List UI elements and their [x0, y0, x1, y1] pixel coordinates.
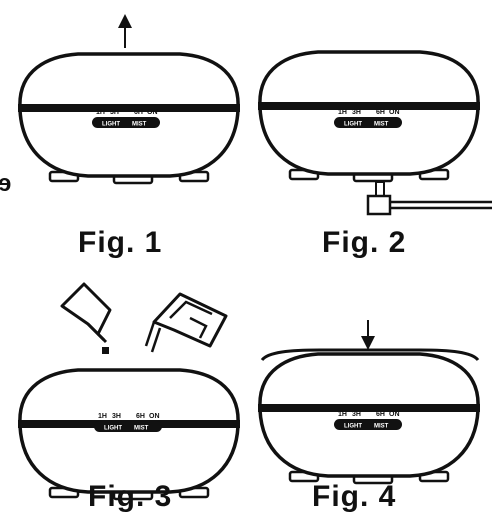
- fig4-control-panel: 1H 3H 6H ON LIGHT MIST: [334, 411, 402, 430]
- fig2-timer-1h: 1H: [338, 109, 347, 116]
- edge-glyph: e: [0, 170, 11, 198]
- power-adapter-icon: [366, 181, 492, 216]
- fig4-timer-on: ON: [389, 411, 400, 418]
- fig4-diffuser: [256, 352, 482, 485]
- fig3-timer-3h: 3H: [112, 413, 121, 420]
- fig4-arrow-down-icon: [361, 320, 375, 350]
- fig3-control-panel: 1H 3H 6H ON LIGHT MIST: [94, 413, 162, 432]
- fig2-timer-3h: 3H: [352, 109, 361, 116]
- fig3-mist-button: MIST: [134, 426, 149, 432]
- fig1-timer-on: ON: [147, 109, 158, 116]
- fig4-light-button: LIGHT: [344, 424, 362, 430]
- fig1-control-panel: 1H 3H 6H ON LIGHT MIST: [92, 109, 160, 128]
- fig4-mist-button: MIST: [374, 424, 389, 430]
- fig3-light-button: LIGHT: [104, 426, 122, 432]
- fig3-caption: Fig. 3: [88, 480, 173, 513]
- fig2-light-button: LIGHT: [344, 122, 362, 128]
- fig4-timer-3h: 3H: [352, 411, 361, 418]
- fig1-caption: Fig. 1: [78, 226, 163, 259]
- fig1-arrow-up-icon: [118, 14, 132, 48]
- fig1-timer-1h: 1H: [96, 109, 105, 116]
- fig2-control-panel: 1H 3H 6H ON LIGHT MIST: [334, 109, 402, 128]
- fig4-timer-6h: 6H: [376, 411, 385, 418]
- fig2-caption: Fig. 2: [322, 226, 407, 259]
- fig2-timer-on: ON: [389, 109, 400, 116]
- fig3-timer-on: ON: [149, 413, 160, 420]
- fig2-timer-6h: 6H: [376, 109, 385, 116]
- fig4-timer-1h: 1H: [338, 411, 347, 418]
- fig2-diffuser: [256, 50, 482, 183]
- water-cup-icon: [144, 292, 228, 353]
- fig1-light-button: LIGHT: [102, 122, 120, 128]
- fig4-caption: Fig. 4: [312, 480, 397, 513]
- fig3-timer-1h: 1H: [98, 413, 107, 420]
- fig1-timer-3h: 3H: [110, 109, 119, 116]
- oil-dropper-icon: [60, 282, 112, 354]
- fig3-timer-6h: 6H: [136, 413, 145, 420]
- fig1-mist-button: MIST: [132, 122, 147, 128]
- fig2-mist-button: MIST: [374, 122, 389, 128]
- fig1-timer-6h: 6H: [134, 109, 143, 116]
- fig4-lid-outline: [260, 348, 480, 362]
